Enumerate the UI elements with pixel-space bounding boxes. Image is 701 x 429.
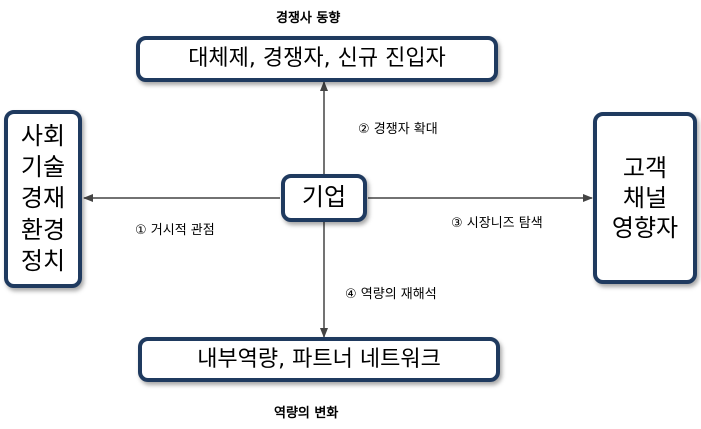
left-box-line: 기술 [20,153,66,182]
left-box-line: 사회 [20,122,66,151]
right-box: 고객 채널 영향자 [593,112,697,284]
top-box: 대체제, 경쟁자, 신규 진입자 [136,36,498,82]
center-box: 기업 [281,174,367,222]
left-box: 사회 기술 경재 환경 정치 [4,110,82,288]
bottom-box: 내부역량, 파트너 네트워크 [138,337,500,382]
right-box-line: 채널 [622,184,668,212]
top-caption: 경쟁사 동향 [276,11,341,26]
left-box-line: 환경 [20,215,66,244]
arrow-label-up: ② 경쟁자 확대 [358,122,438,137]
arrow-label-left: ① 거시적 관점 [135,223,215,238]
left-box-line: 정치 [20,246,66,275]
arrow-label-down: ④ 역량의 재해석 [345,287,437,302]
right-box-line: 영향자 [611,214,679,242]
right-box-line: 고객 [622,154,668,182]
arrow-label-right: ③ 시장니즈 탐색 [451,216,543,231]
left-box-line: 경재 [20,184,66,213]
bottom-caption: 역량의 변화 [274,406,339,421]
